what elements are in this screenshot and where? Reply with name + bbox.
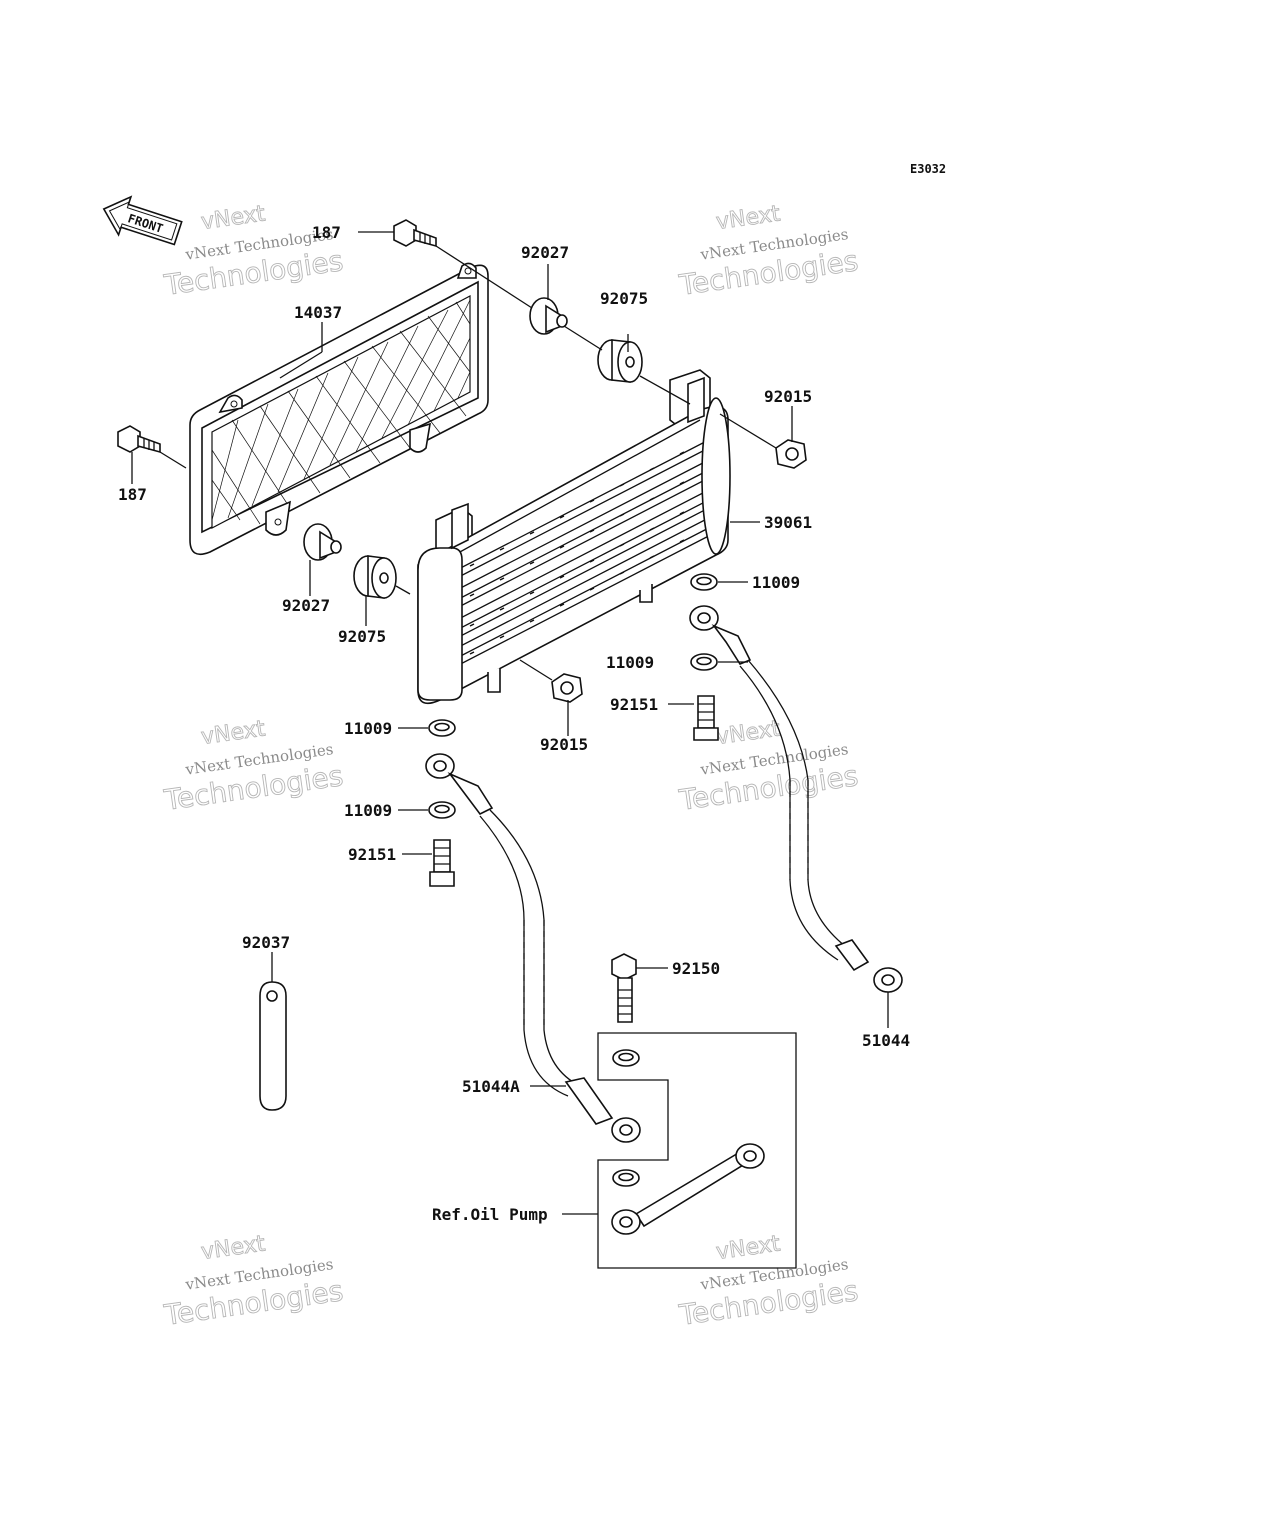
oil-cooler-39061 [417, 369, 731, 705]
watermark-mid-left: vNext vNext Technologies Technologies [161, 716, 346, 817]
watermark-bottom-right: vNext vNext Technologies Technologies [676, 1231, 861, 1332]
screen-14037 [189, 262, 489, 556]
watermark-bottom-left: vNext vNext Technologies Technologies [161, 1231, 346, 1332]
oil-pump-ref-box [597, 1032, 797, 1269]
leader-lines [131, 231, 889, 1215]
bolt-187-top [393, 219, 437, 248]
front-arrow-icon: FRONT [102, 195, 183, 246]
part-label: 11009 [606, 653, 654, 672]
part-label: 92027 [521, 243, 569, 262]
watermark-text: vNext [200, 716, 267, 750]
watermark-text: vNext [715, 716, 782, 750]
nut-92015-top [775, 439, 807, 469]
watermark-top-left: vNext vNext Technologies Technologies [161, 201, 346, 302]
part-label: 92075 [600, 289, 648, 308]
clamp-92037 [259, 981, 287, 1111]
watermark-top-right: vNext vNext Technologies Technologies [676, 201, 861, 302]
bolt-187-left [117, 425, 161, 454]
ref-label: Ref.Oil Pump [432, 1205, 548, 1224]
part-label: 51044A [462, 1077, 520, 1096]
part-label: 92150 [672, 959, 720, 978]
washer-11009-b [690, 653, 718, 671]
nut-92015-bottom [551, 673, 583, 703]
grommet-92075-bottom [353, 555, 397, 599]
watermark-mid-right: vNext vNext Technologies Technologies [676, 716, 861, 817]
part-label: 92075 [338, 627, 386, 646]
part-label: 11009 [752, 573, 800, 592]
watermark-text: vNext [200, 201, 267, 235]
watermark-text: vNext [715, 1231, 782, 1265]
part-label: 92151 [610, 695, 658, 714]
part-label: 92037 [242, 933, 290, 952]
part-label: 187 [312, 223, 341, 242]
grommet-92075-top [597, 339, 643, 383]
part-label: 11009 [344, 801, 392, 820]
collar-92027-top [529, 297, 568, 335]
part-label: 14037 [294, 303, 342, 322]
banjo-bolt-92151-left [429, 839, 455, 887]
part-label: 51044 [862, 1031, 910, 1050]
washer-11009-a [690, 573, 718, 591]
washer-11009-d [428, 801, 456, 819]
part-label: 92151 [348, 845, 396, 864]
hose-51044 [689, 605, 903, 993]
part-label: 92015 [764, 387, 812, 406]
banjo-bolt-92151-right [693, 695, 719, 741]
part-label: 92015 [540, 735, 588, 754]
watermark-text: vNext [200, 1231, 267, 1265]
part-label: 187 [118, 485, 147, 504]
diagram-code: E3032 [910, 162, 946, 176]
collar-92027-bottom [303, 523, 342, 561]
hose-51044A [425, 753, 641, 1143]
part-label: 92027 [282, 596, 330, 615]
banjo-bolt-92150 [611, 953, 637, 1023]
part-label: 11009 [344, 719, 392, 738]
washer-11009-c [428, 719, 456, 737]
part-label: 39061 [764, 513, 812, 532]
watermark-text: vNext [715, 201, 782, 235]
